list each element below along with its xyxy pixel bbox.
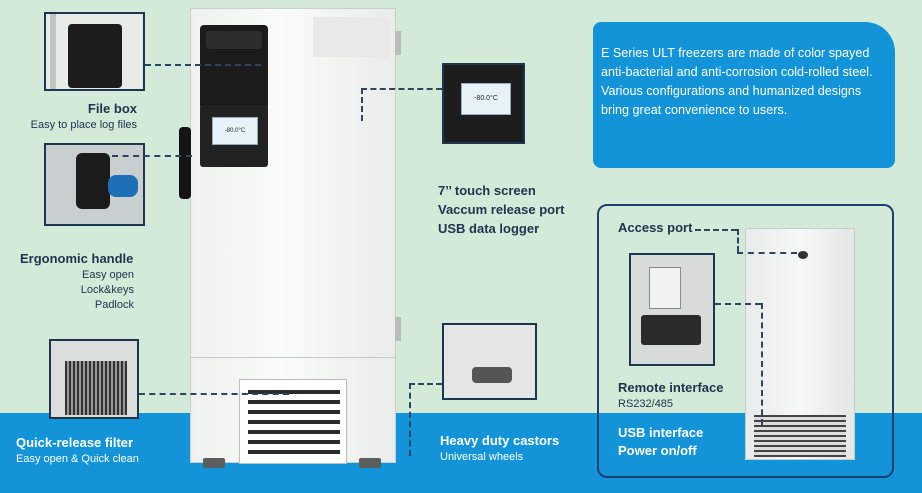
- freezer-control-panel: -80.0°C: [200, 105, 268, 167]
- handle-leader: [112, 155, 192, 157]
- castor-left: [203, 458, 225, 468]
- hinge-bottom: [395, 317, 401, 341]
- file-box-photo: [44, 12, 145, 91]
- freezer-file-box: [200, 25, 268, 111]
- castor-subtitle: Universal wheels: [440, 451, 524, 463]
- handle-photo-grip: [76, 153, 110, 209]
- info-box: E Series ULT freezers are made of color …: [593, 22, 895, 168]
- file-box-leader: [145, 64, 261, 66]
- remote-title: Remote interface: [618, 380, 724, 395]
- screen-line-3: USB data logger: [438, 221, 540, 236]
- freezer-front-image: -80.0°C: [179, 8, 401, 468]
- castor-title: Heavy duty castors: [440, 433, 560, 448]
- door-seam: [191, 357, 395, 358]
- access-leader-h2: [737, 252, 797, 254]
- info-description: E Series ULT freezers are made of color …: [601, 46, 873, 117]
- castor-leader-v: [409, 383, 411, 456]
- filter-leader: [139, 393, 289, 395]
- freezer-handle: [179, 127, 191, 199]
- file-box-subtitle: Easy to place log files: [30, 119, 137, 131]
- screen-line-2: Vaccum release port: [438, 202, 565, 217]
- access-leader-h1: [695, 229, 737, 231]
- hinge-top: [395, 31, 401, 55]
- castor-photo: [442, 323, 537, 400]
- filter-subtitle: Easy open & Quick clean: [16, 453, 139, 465]
- castor-wheel-shape: [472, 367, 512, 383]
- screen-line-1: 7’’ touch screen: [438, 183, 536, 198]
- filter-photo: [49, 339, 139, 419]
- freezer-rear-image: [745, 228, 855, 460]
- handle-title: Ergonomic handle: [20, 251, 134, 266]
- handle-line-3: Padlock: [94, 299, 134, 311]
- freezer-vent-grille: [239, 379, 347, 464]
- handle-line-2: Lock&keys: [80, 284, 134, 296]
- filter-title: Quick-release filter: [16, 435, 134, 450]
- castor-leader-h: [409, 383, 442, 385]
- usb-interface-label: USB interface: [618, 425, 704, 440]
- screen-leader-v: [361, 88, 363, 121]
- power-label: Power on/off: [618, 443, 697, 458]
- handle-line-1: Easy open: [82, 269, 134, 281]
- remote-leader-v: [761, 303, 763, 425]
- rear-grill: [754, 415, 846, 457]
- access-port-hole: [798, 251, 808, 259]
- touch-screen-display: -80.0°C: [461, 83, 511, 115]
- remote-leader-h: [715, 303, 761, 305]
- castor-right: [359, 458, 381, 468]
- rear-features-frame: [597, 204, 894, 478]
- access-port-title: Access port: [618, 220, 693, 235]
- file-box-title: File box: [87, 101, 137, 116]
- filter-mesh: [65, 361, 127, 415]
- freezer-screen-display: -80.0°C: [212, 117, 258, 145]
- access-leader-v: [737, 229, 739, 252]
- touch-screen-photo: -80.0°C: [442, 63, 525, 144]
- freezer-top-panel: [313, 17, 389, 57]
- interface-plate: [649, 267, 681, 309]
- remote-subtitle: RS232/485: [618, 398, 674, 410]
- screen-leader-h: [361, 88, 442, 90]
- glove-shape: [108, 175, 138, 197]
- remote-interface-photo: [629, 253, 715, 366]
- cable-bundle: [641, 315, 701, 345]
